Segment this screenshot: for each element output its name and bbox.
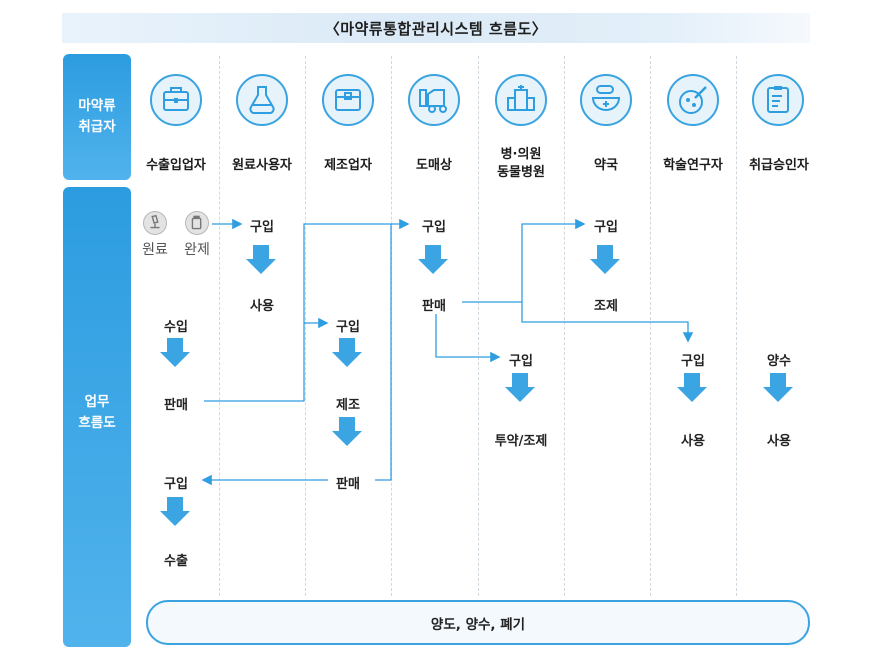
node-importer-sell: 판매 — [164, 398, 188, 413]
column-label-approved-handler: 취급승인자 — [749, 158, 809, 173]
node-importer-buy: 구입 — [164, 477, 188, 492]
column-label-importer: 수출입업자 — [146, 158, 206, 173]
arrow-to-pharmacy-buy — [521, 218, 586, 302]
column-label-researcher: 학술연구자 — [663, 158, 723, 173]
workflow-label-line1: 업무 — [84, 394, 110, 410]
diagram-title-bar: 〈마약류통합관리시스템 흐름도〉 — [62, 13, 810, 43]
down-arrows — [160, 245, 793, 526]
down-arrow — [677, 373, 707, 402]
connector-manufacturer-sell-up — [375, 224, 392, 481]
box-icon — [322, 74, 374, 126]
column-label-manufacturer: 제조업자 — [324, 158, 372, 173]
medicine-bottle-icon — [185, 211, 209, 235]
node-importer-import: 수입 — [164, 320, 188, 335]
microscope-icon — [143, 211, 167, 235]
bottom-summary-box: 양도, 양수, 폐기 — [146, 600, 810, 645]
briefcase-icon — [150, 74, 202, 126]
column-label-pharmacy: 약국 — [594, 158, 618, 173]
node-manufacturer-make: 제조 — [336, 398, 360, 413]
node-researcher-use: 사용 — [681, 434, 705, 449]
node-researcher-buy: 구입 — [681, 354, 705, 369]
handler-label-line2: 취급자 — [78, 119, 116, 135]
column-divider — [305, 56, 306, 596]
node-approved-use: 사용 — [767, 434, 791, 449]
node-approved-transfer: 양수 — [767, 354, 791, 369]
node-rawuser-buy: 구입 — [250, 220, 274, 235]
node-rawuser-use: 사용 — [250, 299, 274, 314]
down-arrow — [246, 245, 276, 274]
column-label-wholesaler: 도매상 — [416, 158, 452, 173]
node-manufacturer-buy: 구입 — [336, 320, 360, 335]
hospital-icon — [495, 74, 547, 126]
down-arrow — [505, 373, 535, 402]
column-label-hospital-line1: 병·의원 — [500, 147, 542, 162]
node-pharmacy-buy: 구입 — [594, 220, 618, 235]
down-arrow — [763, 373, 793, 402]
node-hospital-dispense: 투약/조제 — [494, 434, 548, 449]
down-arrow — [160, 497, 190, 526]
node-wholesaler-sell: 판매 — [422, 299, 446, 314]
down-arrow — [160, 338, 190, 367]
node-wholesaler-buy: 구입 — [422, 220, 446, 235]
down-arrow — [332, 338, 362, 367]
truck-icon — [408, 74, 460, 126]
node-importer-export: 수출 — [164, 554, 188, 569]
column-divider — [736, 56, 737, 596]
handler-category-box: 마약류 취급자 — [63, 54, 131, 180]
node-pharmacy-prepare: 조제 — [594, 299, 618, 314]
workflow-category-box: 업무 흐름도 — [63, 187, 131, 647]
clipboard-icon — [752, 74, 804, 126]
node-hospital-buy: 구입 — [509, 354, 533, 369]
node-manufacturer-sell: 판매 — [336, 477, 360, 492]
connector-importer-sell-to-wholesaler — [204, 218, 410, 402]
arrow-to-hospital-buy — [435, 314, 501, 363]
arrow-to-researcher-buy — [521, 302, 694, 343]
finished-product-label: 완제 — [184, 242, 210, 258]
petri-dish-icon — [667, 74, 719, 126]
column-divider — [650, 56, 651, 596]
column-divider — [478, 56, 479, 596]
workflow-label-line2: 흐름도 — [78, 415, 116, 431]
down-arrow — [418, 245, 448, 274]
bottom-summary-text: 양도, 양수, 폐기 — [430, 616, 526, 633]
column-divider — [219, 56, 220, 596]
column-label-raw-material-user: 원료사용자 — [232, 158, 292, 173]
column-divider — [564, 56, 565, 596]
down-arrow — [332, 417, 362, 446]
raw-material-label: 원료 — [142, 242, 168, 258]
pill-bowl-icon — [580, 74, 632, 126]
diagram-title: 〈마약류통합관리시스템 흐름도〉 — [324, 19, 548, 38]
handler-label-line1: 마약류 — [78, 98, 116, 114]
down-arrow — [590, 245, 620, 274]
column-label-hospital-line2: 동물병원 — [497, 165, 545, 180]
flask-icon — [236, 74, 288, 126]
